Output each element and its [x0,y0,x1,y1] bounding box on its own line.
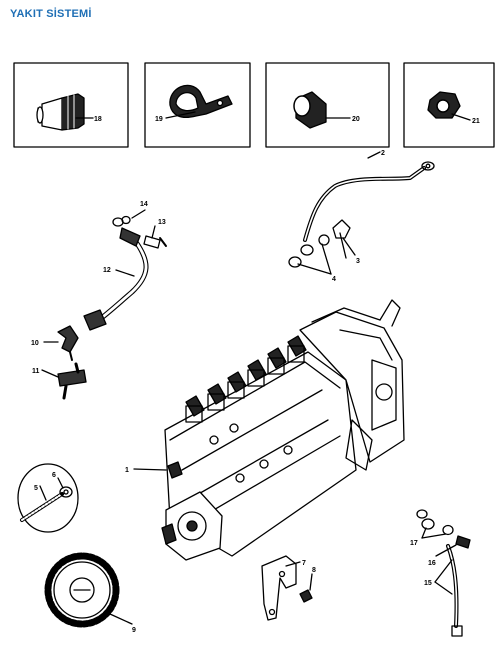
callout-3: 3 [356,258,360,265]
callout-15: 15 [424,580,432,587]
overflow-pipe-assembly: 17 16 15 [410,509,471,637]
support-bracket: 7 8 [261,555,316,621]
hex-nut-part [427,91,461,119]
callout-12: 12 [103,267,111,274]
injection-pump: 1 [125,299,405,561]
union-fitting-part [36,93,85,131]
callout-10: 10 [31,340,39,347]
callout-21: 21 [472,118,480,125]
callout-1: 1 [125,467,129,474]
callout-20: 20 [352,116,360,123]
feed-hose-assembly: 14 13 12 10 11 [31,201,167,400]
callout-4: 4 [332,276,336,283]
callout-13: 13 [158,219,166,226]
sleeve-part [293,91,327,129]
callout-14: 14 [140,201,148,208]
callout-9: 9 [132,627,136,634]
return-pipe-assembly: 2 3 4 [288,150,435,283]
inset-box-18: 18 [13,62,129,148]
callout-16: 16 [428,560,436,567]
bolt-washer-group: 5 6 [17,463,79,533]
callout-17: 17 [410,540,418,547]
callout-18: 18 [94,116,102,123]
callout-7: 7 [302,560,306,567]
callout-6: 6 [52,472,56,479]
page-title: YAKIT SİSTEMİ [10,8,92,20]
pump-elements [185,335,307,423]
drive-gear: 9 [44,552,136,634]
callout-2: 2 [381,150,385,157]
inset-box-19: 19 [144,62,251,148]
inset-box-20: 20 [265,62,390,148]
callout-5: 5 [34,485,38,492]
callout-19: 19 [155,116,163,123]
inset-box-21: 21 [403,62,495,148]
pipe-clamp-part [169,84,233,119]
callout-11: 11 [32,368,40,375]
callout-8: 8 [312,567,316,574]
